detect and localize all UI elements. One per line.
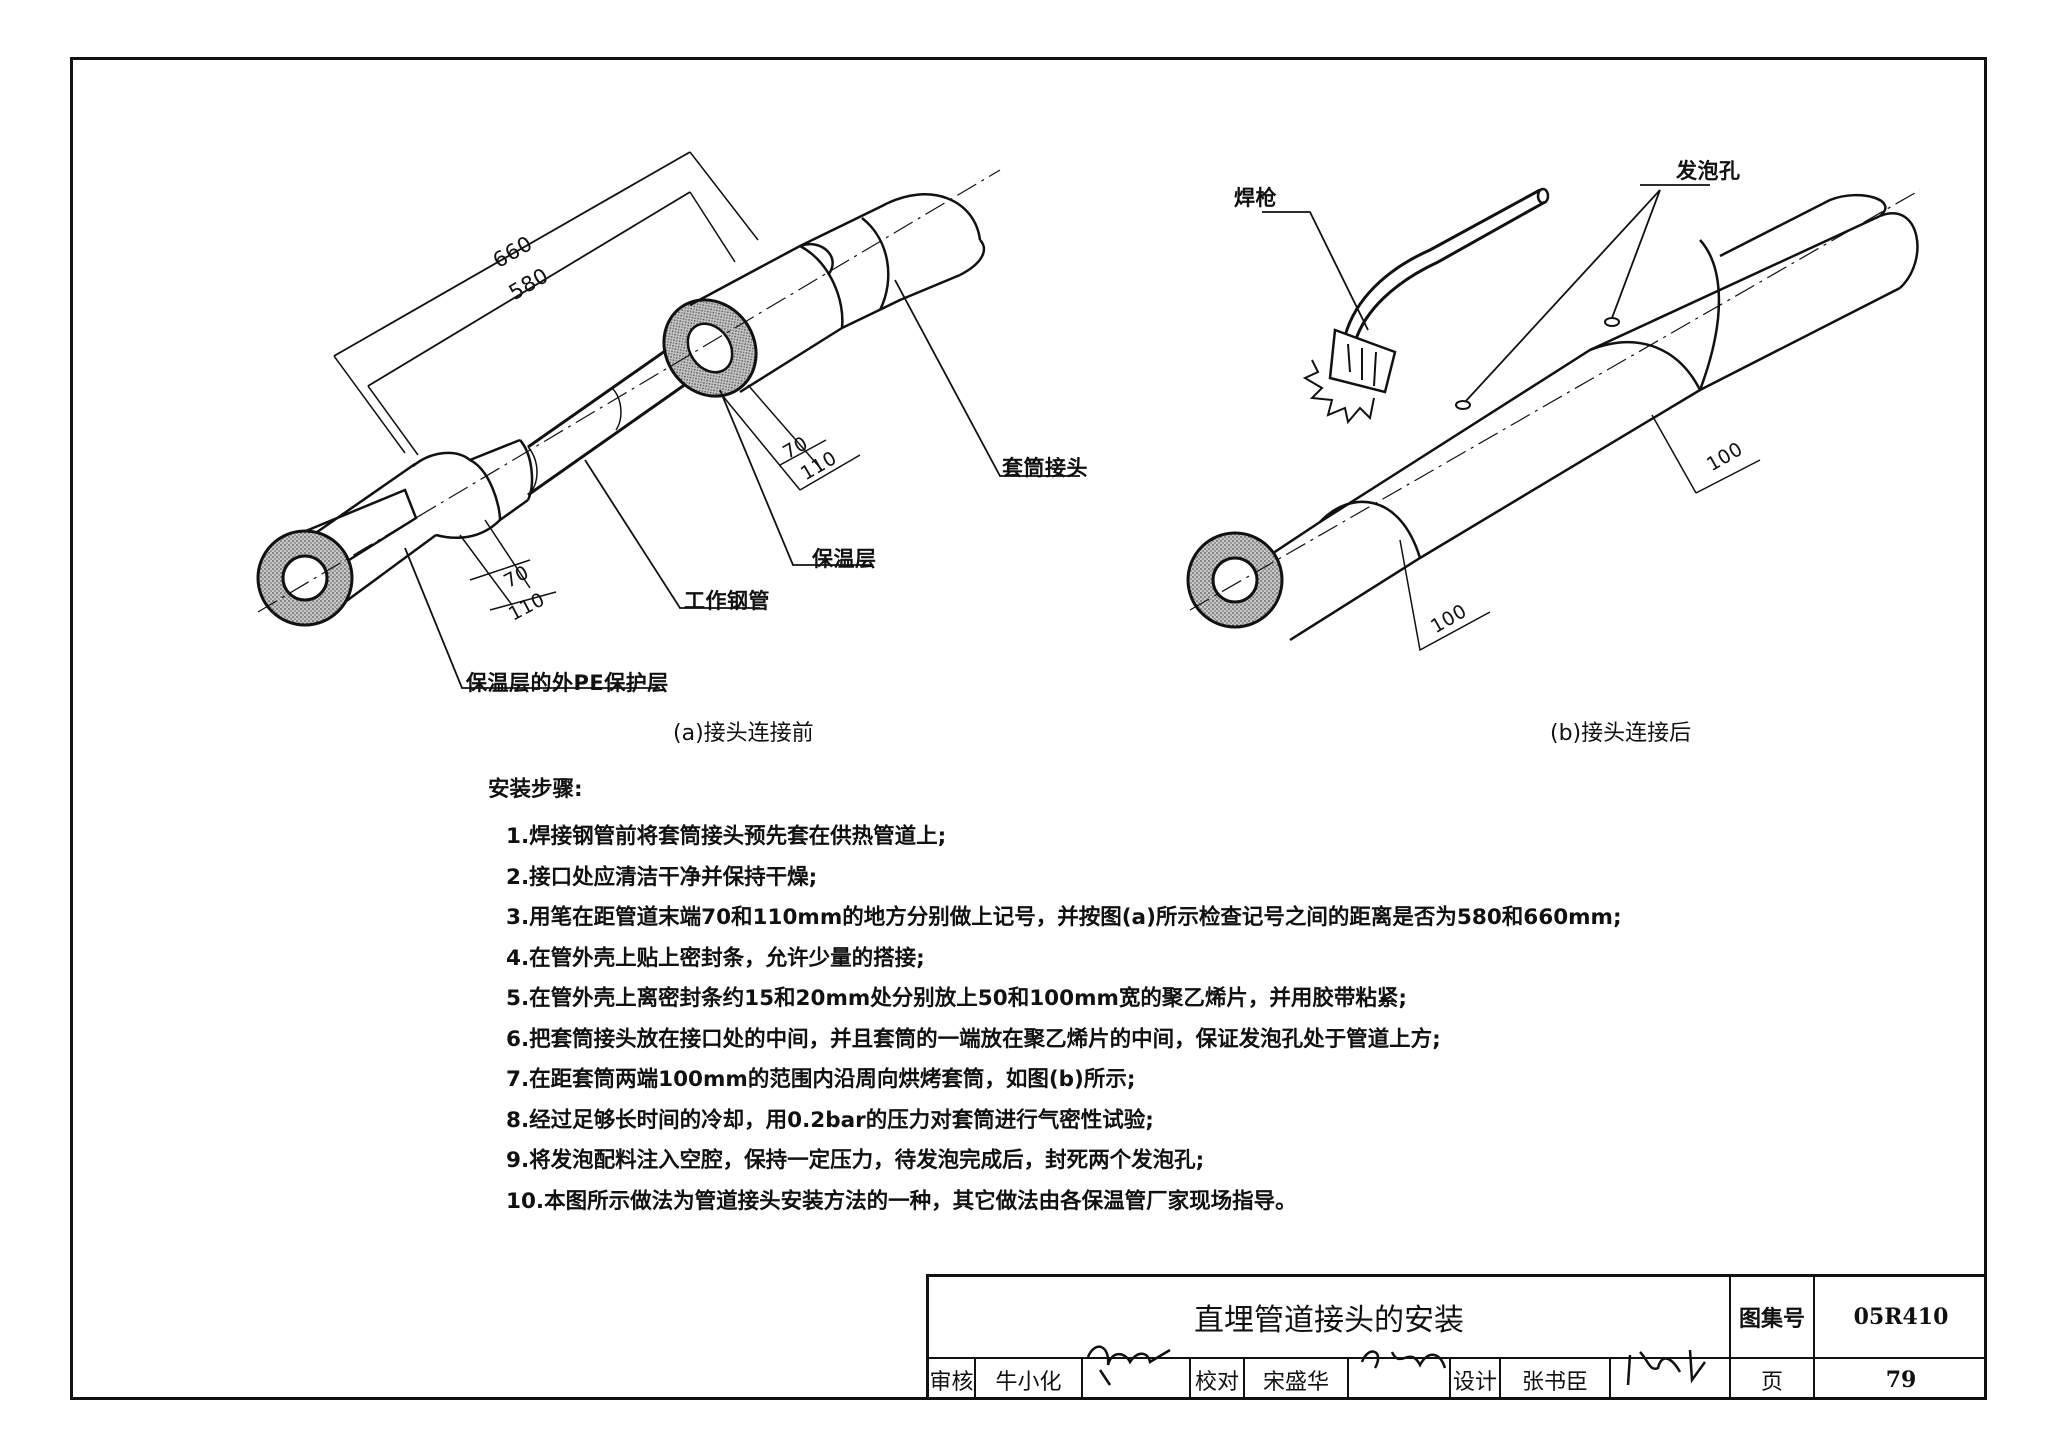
figure-b-drawing xyxy=(1186,184,1921,652)
review-label: 审核 xyxy=(929,1369,974,1395)
signature-designer xyxy=(1626,1349,1707,1386)
check-label: 校对 xyxy=(1194,1369,1239,1395)
note-step: 4.在管外壳上贴上密封条，允许少量的搭接; xyxy=(506,945,925,971)
label-pe-layer: 保温层的外PE保护层 xyxy=(466,671,669,695)
note-step: 9.将发泡配料注入空腔，保持一定压力，待发泡完成后，封死两个发泡孔; xyxy=(506,1148,1205,1173)
figure-a-drawing xyxy=(256,151,1080,689)
signature-reviewer xyxy=(1086,1345,1171,1386)
label-foam-hole: 发泡孔 xyxy=(1676,159,1741,183)
note-step: 6.把套筒接头放在接口处的中间，并且套筒的一端放在聚乙烯片的中间，保证发泡孔处于… xyxy=(506,1026,1441,1052)
atlas-label: 图集号 xyxy=(1738,1307,1805,1332)
page-number: 79 xyxy=(1885,1366,1917,1393)
designer-name: 张书臣 xyxy=(1521,1369,1588,1395)
label-welding-torch: 焊枪 xyxy=(1234,186,1277,210)
checker-name: 宋盛华 xyxy=(1262,1369,1329,1395)
caption-figure-b: (b)接头连接后 xyxy=(1550,721,1692,746)
label-steel-pipe: 工作钢管 xyxy=(684,589,770,613)
notes-title: 安装步骤: xyxy=(488,777,583,802)
reviewer-name: 牛小化 xyxy=(995,1369,1062,1395)
note-step: 7.在距套筒两端100mm的范围内沿周向烘烤套筒，如图(b)所示; xyxy=(506,1067,1136,1092)
page-label: 页 xyxy=(1760,1369,1783,1395)
atlas-number: 05R410 xyxy=(1853,1304,1949,1330)
title-block: 直埋管道接头的安装 图集号 05R410 审核 牛小化 校对 宋盛华 设计 张书… xyxy=(926,1274,1987,1400)
caption-figure-a: (a)接头连接前 xyxy=(673,721,814,746)
note-step: 2.接口处应清洁干净并保持干燥; xyxy=(506,864,818,890)
label-sleeve-joint: 套筒接头 xyxy=(1002,456,1088,480)
label-insulation: 保温层 xyxy=(812,547,877,571)
note-step: 10.本图所示做法为管道接头安装方法的一种，其它做法由各保温管厂家现场指导。 xyxy=(506,1188,1297,1214)
installation-notes: 安装步骤: 1.焊接钢管前将套筒接头预先套在供热管道上; 2.接口处应清洁干净并… xyxy=(488,772,1622,1222)
note-step: 3.用笔在距管道末端70和110mm的地方分别做上记号，并按图(a)所示检查记号… xyxy=(506,905,1622,930)
note-step: 5.在管外壳上离密封条约15和20mm处分别放上50和100mm宽的聚乙烯片，并… xyxy=(506,986,1407,1011)
note-step: 8.经过足够长时间的冷却，用0.2bar的压力对套筒进行气密性试验; xyxy=(506,1107,1154,1133)
design-label: 设计 xyxy=(1452,1369,1497,1395)
note-step: 1.焊接钢管前将套筒接头预先套在供热管道上; xyxy=(506,824,947,849)
drawing-frame xyxy=(70,57,1987,1400)
drawing-title: 直埋管道接头的安装 xyxy=(1194,1303,1464,1338)
